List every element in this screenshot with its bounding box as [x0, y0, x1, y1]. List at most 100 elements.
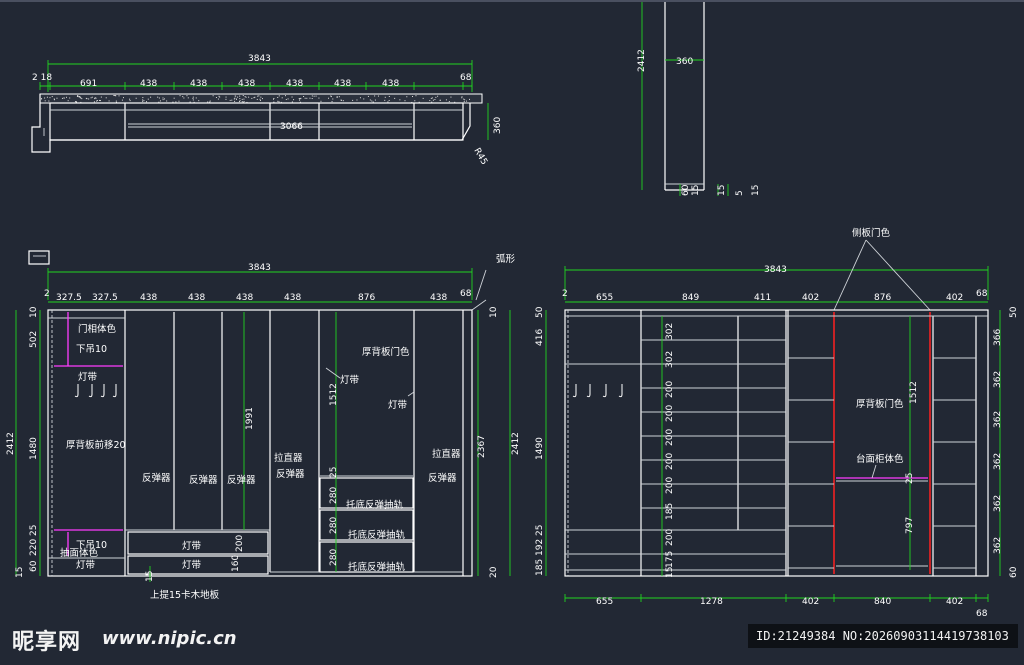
left-v-2: 1480	[29, 437, 39, 460]
counter-speckle	[113, 95, 115, 97]
counter-speckle	[90, 97, 92, 99]
counter-speckle	[434, 98, 436, 100]
watermark-logo: 昵享网	[12, 630, 82, 655]
counter-speckle	[93, 101, 95, 103]
counter-speckle	[164, 98, 166, 100]
left-seg-5: 438	[236, 293, 253, 303]
plan-right-end-dim: 68	[460, 73, 472, 83]
left-right-total: 2412	[511, 432, 521, 455]
note-drawer-face-color: 抽面体色	[60, 547, 99, 559]
note-thick-back-door-color-2: 厚背板门色	[856, 398, 904, 410]
counter-speckle	[225, 96, 227, 98]
note-light-strip-2: 灯带	[76, 560, 96, 571]
left-seg-6: 438	[284, 293, 301, 303]
counter-speckle	[448, 101, 450, 103]
counter-speckle	[387, 101, 389, 103]
counter-speckle	[69, 97, 71, 99]
counter-speckle	[330, 95, 332, 97]
note-light-strip-1: 灯带	[78, 372, 98, 383]
counter-speckle	[404, 100, 406, 102]
counter-speckle	[231, 99, 233, 101]
counter-speckle	[193, 101, 195, 103]
counter-speckle	[105, 97, 107, 99]
left-inner-4: 25	[329, 467, 339, 478]
right-rv-6: 362	[993, 537, 1003, 554]
counter-speckle	[244, 96, 246, 98]
counter-speckle	[44, 97, 46, 99]
counter-speckle	[192, 99, 194, 101]
counter-speckle	[235, 95, 237, 97]
counter-speckle	[166, 100, 168, 102]
counter-speckle	[189, 101, 191, 103]
counter-speckle	[303, 96, 305, 98]
counter-speckle	[299, 98, 301, 100]
counter-speckle	[41, 98, 43, 100]
counter-speckle	[187, 97, 189, 99]
right-bottom-4: 402	[946, 597, 963, 607]
left-overall-dim: 3843	[248, 263, 271, 273]
counter-speckle	[259, 98, 261, 100]
counter-speckle	[241, 101, 243, 103]
note-floor: 上提15卡木地板	[150, 589, 220, 601]
right-bottom-1: 1278	[700, 597, 723, 607]
counter-speckle	[342, 100, 344, 102]
counter-speckle	[466, 100, 468, 102]
counter-speckle	[299, 101, 301, 103]
left-seg-0: 2	[44, 289, 50, 299]
arc-label: 弧形	[496, 253, 516, 265]
counter-speckle	[49, 97, 51, 99]
counter-speckle	[44, 100, 46, 102]
counter-speckle	[248, 96, 250, 98]
left-inner-0: 1991	[245, 407, 255, 430]
left-v-6: 15	[15, 567, 25, 578]
counter-speckle	[234, 100, 236, 102]
plan-inner-dim: 3066	[280, 122, 303, 132]
counter-speckle	[437, 95, 439, 97]
counter-speckle	[239, 100, 241, 102]
counter-speckle	[237, 96, 239, 98]
counter-speckle	[338, 96, 340, 98]
right-lv-4: 192	[535, 539, 545, 556]
counter-speckle	[157, 96, 159, 98]
counter-speckle	[179, 95, 181, 97]
right-bottom-end: 68	[976, 609, 988, 619]
shelf-dim-label: 15	[665, 567, 675, 578]
counter-speckle	[95, 97, 97, 99]
note-rebounder-1: 反弹器	[142, 472, 171, 484]
counter-speckle	[414, 100, 416, 102]
counter-speckle	[422, 97, 424, 99]
counter-speckle	[309, 97, 311, 99]
counter-speckle	[86, 98, 88, 100]
plan-seg-0: 691	[80, 79, 97, 89]
counter-speckle	[369, 99, 371, 101]
plan-seg-3: 438	[238, 79, 255, 89]
counter-speckle	[242, 95, 244, 97]
watermark-url: www.nipic.cn	[102, 628, 237, 649]
note-hang-down-2: 下吊10	[76, 540, 107, 551]
counter-speckle	[218, 95, 220, 97]
counter-speckle	[242, 101, 244, 103]
counter-speckle	[243, 101, 245, 103]
left-seg-3: 438	[140, 293, 157, 303]
counter-speckle	[328, 97, 330, 99]
counter-speckle	[399, 99, 401, 101]
left-total-height: 2412	[6, 432, 16, 455]
counter-speckle	[94, 97, 96, 99]
counter-speckle	[299, 99, 301, 101]
counter-speckle	[284, 95, 286, 97]
counter-speckle	[162, 97, 164, 99]
note-light-strip-5: 灯带	[340, 375, 360, 386]
counter-speckle	[79, 95, 81, 97]
right-seg-1: 655	[596, 293, 613, 303]
counter-speckle	[53, 98, 55, 100]
counter-speckle	[260, 96, 262, 98]
note-light-strip-4: 灯带	[182, 560, 202, 571]
counter-speckle	[162, 99, 164, 101]
counter-speckle	[315, 95, 317, 97]
counter-speckle	[464, 99, 466, 101]
counter-speckle	[318, 97, 320, 99]
counter-speckle	[300, 97, 302, 99]
counter-speckle	[235, 98, 237, 100]
counter-speckle	[331, 101, 333, 103]
counter-speckle	[142, 100, 144, 102]
